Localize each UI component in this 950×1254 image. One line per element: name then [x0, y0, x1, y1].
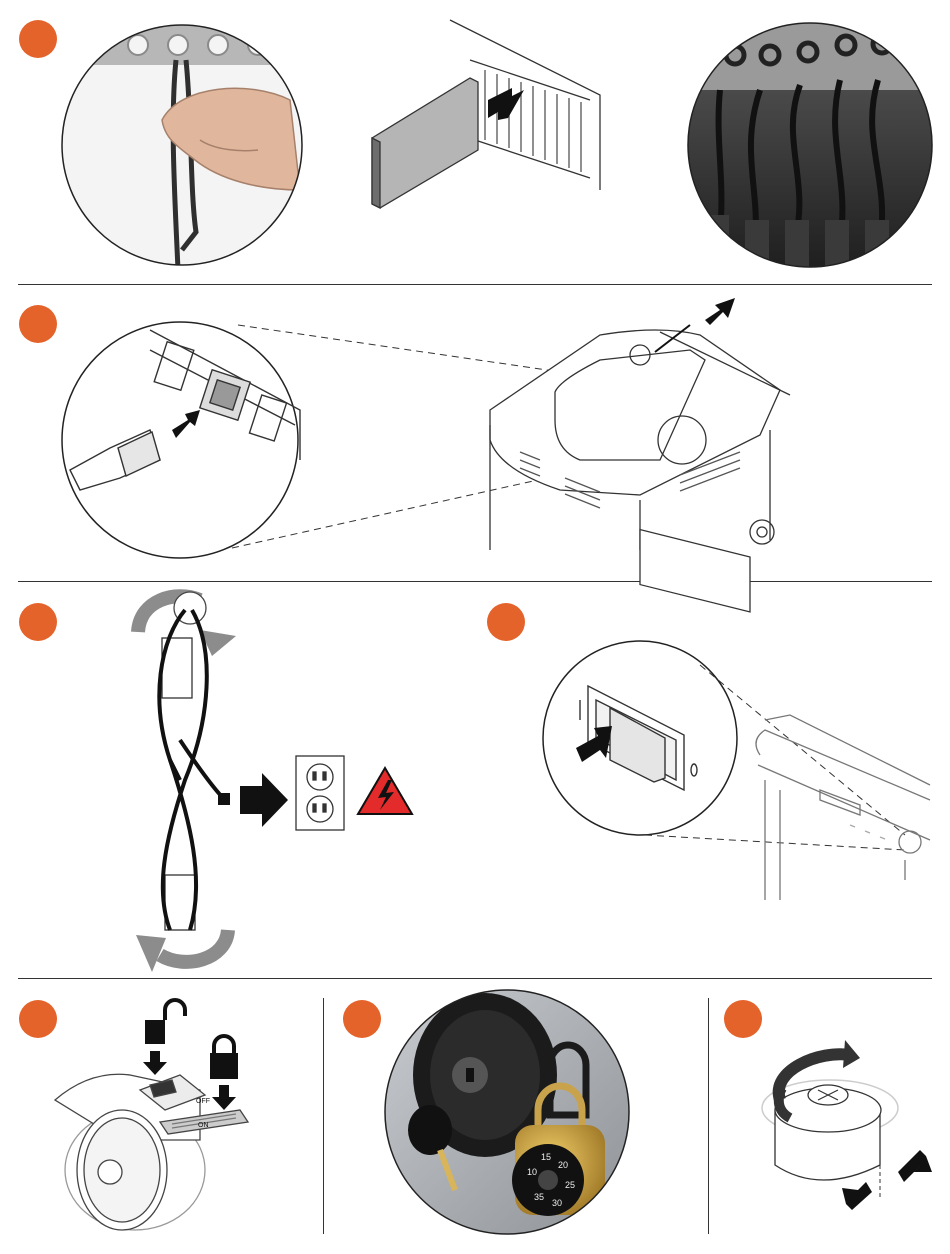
caster-pedal-off-label: OFF: [196, 1098, 210, 1105]
door-lock-keys-padlock-photo: [380, 985, 640, 1245]
leveling-foot-adjust: [762, 1040, 932, 1210]
cable-routing-hand: [60, 20, 310, 270]
svg-text:10: 10: [527, 1167, 537, 1177]
cables-hanging-photo: [680, 20, 940, 280]
svg-text:20: 20: [558, 1160, 568, 1170]
tablet-insert-slot: [372, 20, 600, 208]
cord-wrap-hooks: [136, 592, 236, 972]
power-switch-detail: [543, 641, 737, 835]
caster-pedal-on-label: ON: [198, 1122, 209, 1129]
wall-outlet: [296, 756, 344, 830]
lock-arrow: [212, 1085, 236, 1110]
power-cord-plug-detail: [62, 322, 300, 558]
svg-text:15: 15: [541, 1152, 551, 1162]
svg-text:35: 35: [534, 1192, 544, 1202]
cart-top-power-strip: [490, 298, 790, 612]
unlocked-padlock-icon: [145, 1000, 185, 1044]
unlock-arrow: [143, 1051, 167, 1075]
svg-text:30: 30: [552, 1198, 562, 1208]
electrical-hazard-sign: [358, 768, 412, 814]
cart-side-switch: [756, 715, 930, 900]
plug-in-arrow: [240, 773, 288, 827]
svg-text:25: 25: [565, 1180, 575, 1190]
locked-padlock-icon: [210, 1036, 238, 1079]
